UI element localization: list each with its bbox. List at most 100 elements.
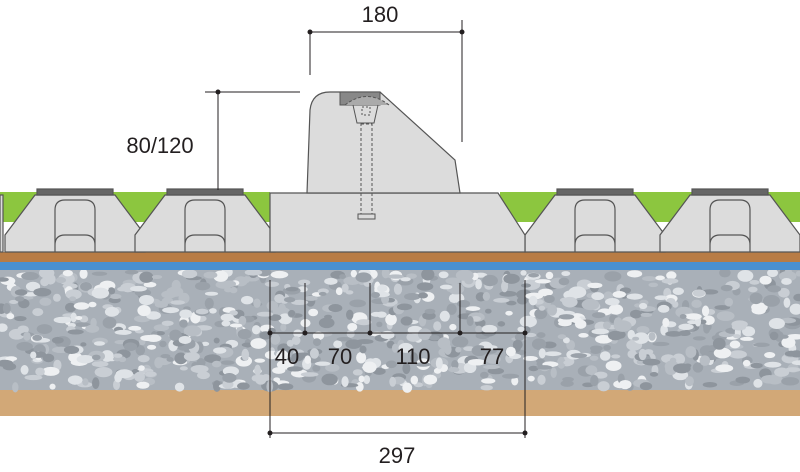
gravel-stone bbox=[699, 319, 707, 325]
gravel-stone bbox=[138, 365, 145, 371]
gravel-stone bbox=[229, 310, 238, 316]
gravel-stone bbox=[197, 371, 210, 380]
gravel-stone bbox=[280, 323, 287, 332]
dim-seg2: 70 bbox=[328, 344, 352, 369]
gravel-stone bbox=[764, 351, 776, 359]
gravel-stone bbox=[94, 367, 113, 378]
gravel-stone bbox=[639, 382, 653, 391]
gravel-stone bbox=[376, 311, 387, 318]
gravel-stone bbox=[341, 376, 349, 388]
gravel-stone bbox=[534, 279, 551, 284]
gravel-stone bbox=[699, 355, 711, 366]
gravel-stone bbox=[612, 291, 626, 298]
gravel-stone bbox=[356, 351, 367, 364]
gravel-stone bbox=[377, 284, 388, 293]
gravel-stone bbox=[358, 375, 365, 383]
gravel-stone bbox=[387, 274, 404, 279]
gravel-stone bbox=[471, 345, 488, 357]
gravel-stone bbox=[346, 309, 354, 320]
gravel-stone bbox=[636, 326, 650, 334]
gravel-stone bbox=[753, 378, 763, 388]
gravel-stone bbox=[528, 272, 540, 278]
gravel-stone bbox=[339, 274, 346, 280]
gravel-stone bbox=[483, 364, 500, 370]
gravel-stone bbox=[91, 360, 109, 368]
gravel-stone bbox=[731, 323, 747, 331]
gravel-stone bbox=[213, 347, 227, 354]
gravel-stone bbox=[363, 375, 371, 385]
gravel-stone bbox=[333, 340, 343, 348]
gravel-stone bbox=[487, 367, 505, 375]
gravel-stone bbox=[769, 331, 779, 341]
gravel-stone bbox=[385, 360, 397, 369]
gravel-stone bbox=[595, 334, 613, 344]
gravel-stone bbox=[221, 320, 231, 327]
gravel-stone bbox=[312, 364, 321, 372]
gravel-stone bbox=[649, 372, 659, 377]
gravel-stone bbox=[195, 308, 209, 315]
gravel-stone bbox=[605, 360, 622, 372]
gravel-stone bbox=[314, 361, 331, 366]
gravel-stone bbox=[350, 269, 358, 278]
gravel-stone bbox=[511, 376, 519, 386]
gravel-stone bbox=[91, 271, 108, 276]
gravel-stone bbox=[558, 320, 572, 327]
gravel-stone bbox=[536, 362, 544, 367]
gravel-stone bbox=[517, 326, 526, 332]
gravel-stone bbox=[481, 324, 498, 334]
gravel-stone bbox=[417, 328, 432, 341]
gravel-stone bbox=[178, 335, 192, 344]
gravel-stone bbox=[345, 290, 354, 295]
gravel-stone bbox=[9, 299, 19, 305]
gravel-stone bbox=[662, 317, 670, 328]
gravel-stone bbox=[570, 353, 588, 359]
gravel-stone bbox=[467, 358, 486, 366]
gravel-stone bbox=[161, 320, 174, 326]
gravel-stone bbox=[501, 280, 509, 293]
gravel-stone bbox=[735, 376, 751, 384]
gravel-stone bbox=[672, 287, 684, 295]
gravel-stone bbox=[398, 342, 413, 353]
gravel-stone bbox=[32, 308, 44, 317]
gravel-stone bbox=[325, 363, 340, 372]
gravel-stone bbox=[537, 374, 546, 385]
gravel-stone bbox=[781, 377, 800, 386]
gravel-stone bbox=[493, 298, 510, 303]
gravel-stone bbox=[648, 332, 656, 341]
gravel-stone bbox=[328, 304, 343, 313]
gravel-stone bbox=[155, 331, 165, 336]
gravel-stone bbox=[519, 315, 537, 328]
gravel-stone bbox=[497, 321, 506, 327]
gravel-stone bbox=[783, 297, 791, 308]
gravel-stone bbox=[423, 374, 438, 385]
gravel-stone bbox=[170, 300, 185, 305]
gravel-stone bbox=[750, 362, 763, 369]
gravel-stone bbox=[482, 291, 491, 301]
gravel-stone bbox=[40, 277, 50, 287]
gravel-stone bbox=[12, 382, 19, 393]
gravel-stone bbox=[424, 308, 436, 314]
gravel-stone bbox=[581, 298, 600, 311]
gravel-stone bbox=[114, 329, 132, 335]
gravel-stone bbox=[137, 304, 151, 317]
gravel-stone bbox=[715, 364, 734, 373]
gravel-stone bbox=[41, 366, 60, 376]
gravel-stone bbox=[67, 375, 83, 385]
gravel-stone bbox=[702, 381, 718, 388]
gravel-stone bbox=[404, 293, 421, 301]
gravel-stone bbox=[648, 282, 659, 288]
dim-top-width: 180 bbox=[362, 2, 399, 27]
paver-edge bbox=[0, 194, 4, 253]
gravel-stone bbox=[109, 293, 122, 300]
gravel-stone bbox=[767, 268, 779, 278]
gravel-stone bbox=[220, 313, 234, 322]
gravel-stone bbox=[51, 336, 64, 344]
gravel-stone bbox=[229, 323, 243, 328]
gravel-stone bbox=[240, 295, 254, 305]
gravel-stone bbox=[543, 351, 562, 357]
gravel-stone bbox=[406, 273, 417, 279]
gravel-stone bbox=[291, 336, 301, 345]
gravel-stone bbox=[362, 361, 377, 373]
gravel-stone bbox=[692, 362, 704, 373]
